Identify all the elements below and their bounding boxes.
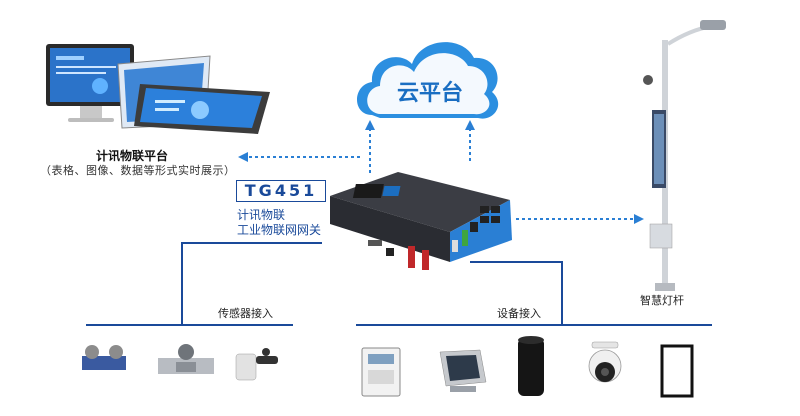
sensor-access-label: 传感器接入 [218, 307, 273, 320]
gateway-type-label: 工业物联网网关 [237, 223, 322, 237]
arrow-heads [238, 120, 644, 224]
platform-screens-icon [46, 44, 270, 134]
power-meter-icon [361, 347, 401, 397]
line-to-devices [470, 261, 563, 325]
floodlight-icon [439, 349, 487, 392]
display-panel-icon [660, 344, 694, 398]
platform-subtitle: （表格、图像、数据等形式实时展示） [40, 164, 236, 177]
device-icons [361, 336, 694, 398]
gateway-model-label: TG451 [236, 180, 326, 202]
cloud-label: 云平台 [397, 80, 463, 106]
data-flow-arrows [246, 128, 636, 220]
street-lamp-icon [643, 20, 726, 291]
line-to-sensors [181, 242, 322, 325]
gateway-brand-label: 计讯物联 [237, 208, 286, 222]
streetlamp-label: 智慧灯杆 [640, 294, 684, 307]
speaker-icon [518, 336, 544, 396]
device-access-label: 设备接入 [497, 307, 541, 320]
gateway-device-icon [330, 172, 512, 270]
sensor-icons [82, 344, 278, 381]
platform-title: 计讯物联平台 [96, 149, 169, 163]
load-cell-icon [158, 344, 214, 374]
temperature-sensor-icon [235, 348, 278, 381]
dome-camera-icon [588, 341, 622, 383]
connection-lines [86, 242, 712, 326]
gas-sensor-icon [82, 345, 126, 370]
cloud-icon [357, 42, 499, 119]
